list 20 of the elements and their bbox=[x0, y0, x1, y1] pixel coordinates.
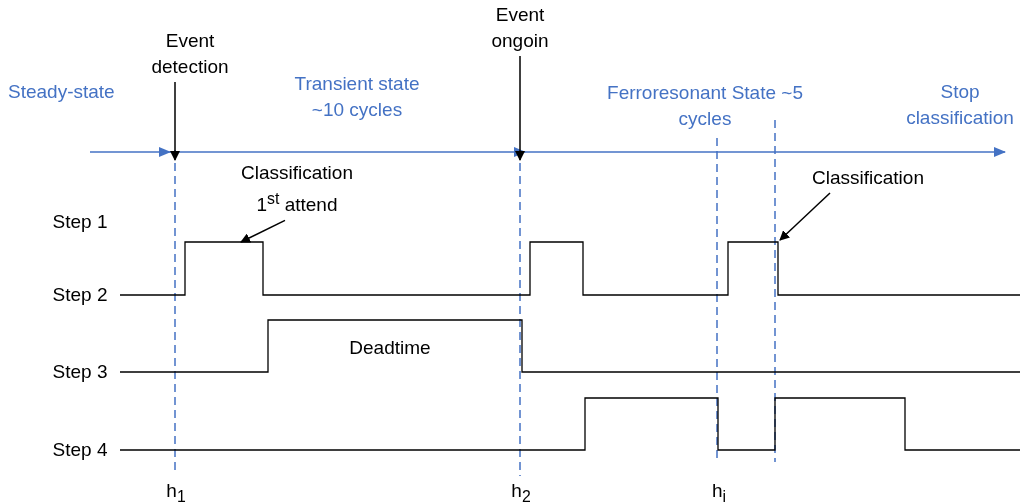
leader-arrow bbox=[240, 219, 286, 243]
state-label: Stop classification bbox=[905, 80, 1015, 130]
callout-text: Classification bbox=[793, 165, 943, 191]
callout-text: Classification 1$^{st}$ attend bbox=[232, 160, 362, 219]
signal-label: Step 3 bbox=[51, 360, 109, 384]
time-marker-label: h$_{i}$ bbox=[710, 479, 728, 502]
time-marker-label: h$_{2}$ bbox=[510, 479, 532, 502]
leader-arrow bbox=[170, 81, 180, 161]
leader-arrow bbox=[779, 192, 831, 241]
signal-label: Step 1 bbox=[51, 210, 109, 234]
callout-text: Event ongoin bbox=[475, 2, 565, 54]
leader-arrow bbox=[515, 55, 525, 161]
state-label: Transient state ~10 cycles bbox=[293, 72, 421, 122]
signal-label: Step 2 bbox=[51, 283, 109, 307]
state-label: Steady-state bbox=[8, 80, 115, 104]
annotation-text: Deadtime bbox=[348, 336, 432, 360]
callout-text: Event detection bbox=[140, 28, 240, 80]
signal-label: Step 4 bbox=[51, 438, 109, 462]
state-label: Ferroresonant State ~5 cycles bbox=[606, 81, 804, 131]
time-marker-label: h$_{1}$ bbox=[165, 479, 187, 502]
